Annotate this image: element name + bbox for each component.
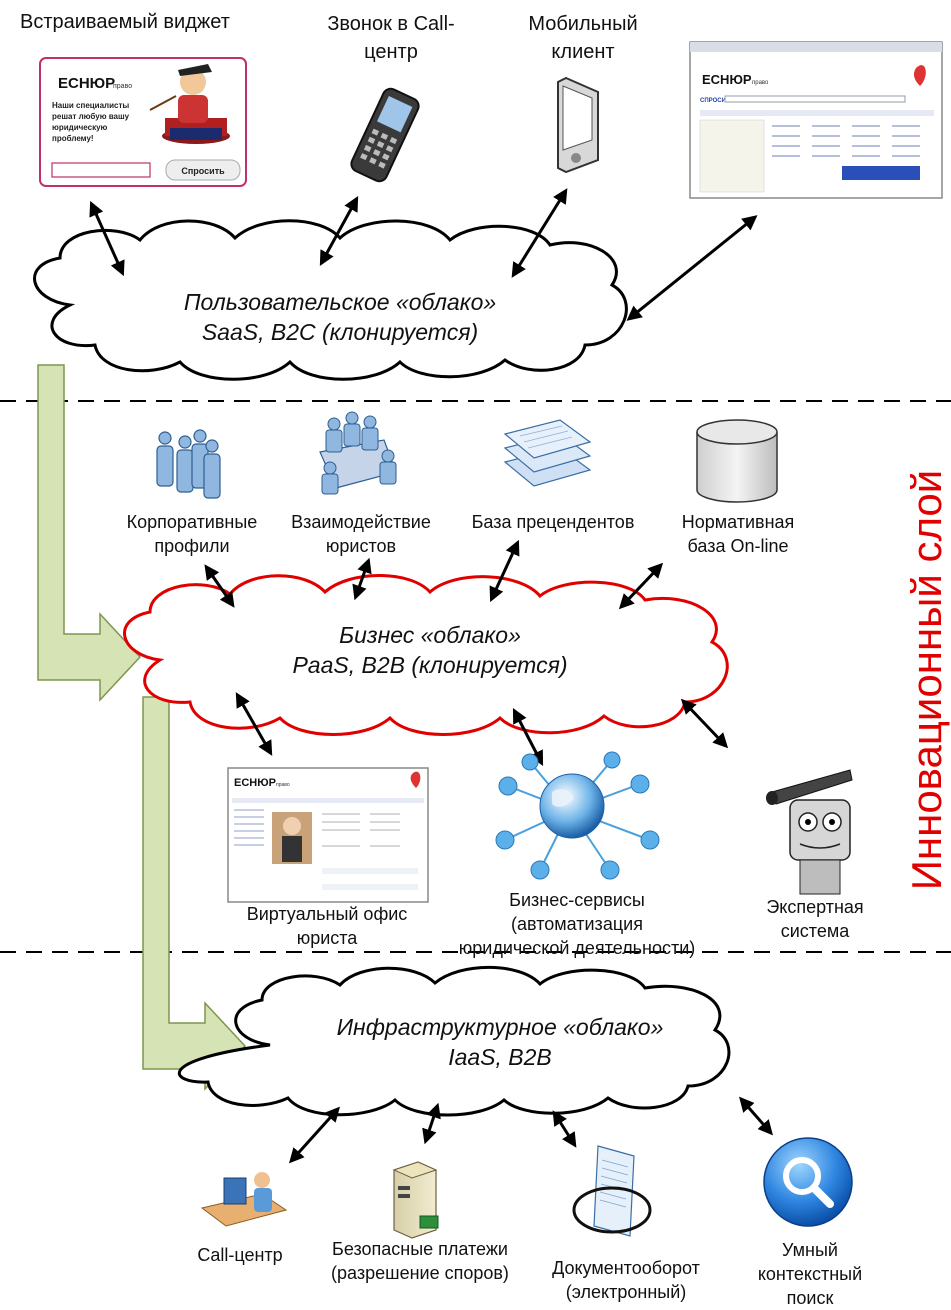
svg-text:право: право <box>276 782 290 788</box>
flow-arrow-business-to-infra <box>142 696 247 1091</box>
connector-widget-user <box>89 200 125 277</box>
connector-lawyers-business <box>352 557 372 601</box>
svg-text:Спросить: Спросить <box>181 166 225 176</box>
connector-business-office <box>235 692 273 756</box>
widget-brand: ЕСНЮР <box>58 75 115 92</box>
user-cloud-label: Пользовательское «облако»SaaS, B2C (клон… <box>183 289 497 345</box>
connector-corp-business <box>204 564 235 608</box>
call-center-operator-icon <box>200 1172 288 1227</box>
infra-cloud-label: Инфраструктурное «облако»IaaS, B2B <box>336 1014 664 1070</box>
virtual-office-screenshot: ЕСНЮР право <box>227 767 429 903</box>
business-cloud-label: Бизнес «облако»PaaS, B2B (клонируется) <box>292 622 568 678</box>
widget-label: Встраиваемый виджет <box>20 11 230 33</box>
lawyer-mascot-icon <box>149 64 230 144</box>
svg-text:ЕСНЮР: ЕСНЮР <box>234 777 276 789</box>
expert-telescope-icon <box>766 769 853 895</box>
connector-mobile-user <box>511 188 568 278</box>
svg-text:Наши специалисты: Наши специалисты <box>52 101 129 110</box>
svg-text:СПРОСИ: СПРОСИ <box>700 98 726 104</box>
svg-text:решат любую вашу: решат любую вашу <box>52 112 130 121</box>
user-cloud <box>33 219 628 381</box>
database-icon <box>696 419 778 503</box>
connector-infra-docflow <box>552 1110 577 1148</box>
connector-infra-payments <box>422 1102 441 1145</box>
svg-text:проблему!: проблему! <box>52 134 94 143</box>
connector-infra-search <box>739 1096 773 1136</box>
call-center-label: Call-центр <box>197 1245 283 1265</box>
website-screenshot: ЕСНЮР право СПРОСИ <box>689 41 943 199</box>
connector-precedents-business <box>489 539 520 603</box>
infra-cloud <box>177 965 731 1117</box>
corporate-profiles-icon <box>156 429 221 499</box>
payments-label: Безопасные платежи(разрешение споров) <box>331 1239 509 1283</box>
svg-text:право: право <box>113 83 132 90</box>
widget-ask-button <box>165 159 241 181</box>
mobile-device-icon <box>557 76 599 174</box>
widget-question-input <box>51 162 151 178</box>
cell-phone-icon <box>350 87 420 183</box>
lawyers-meeting-icon <box>319 411 397 495</box>
document-stack-icon <box>503 419 592 487</box>
svg-text:ЕСНЮР: ЕСНЮР <box>702 72 752 87</box>
document-flow-icon <box>572 1145 652 1237</box>
widget-preview: ЕСНЮР право Наши специалисты решат любую… <box>39 57 247 187</box>
connector-business-expert <box>680 698 729 749</box>
connector-infra-callcenter <box>288 1106 341 1164</box>
connector-site-user <box>626 215 758 321</box>
connector-norm-business <box>618 562 664 610</box>
svg-text:право: право <box>752 80 769 86</box>
precedents-label: База прецендентов <box>471 512 635 532</box>
smart-search-icon <box>763 1137 853 1227</box>
flow-arrow-user-to-business <box>37 364 142 702</box>
connector-call-user <box>319 196 359 266</box>
innovation-layer-label: Инновационный слой <box>903 469 950 891</box>
connector-business-services <box>512 708 544 766</box>
call-label: Звонок в Call-центр <box>327 13 455 63</box>
server-payments-icon <box>392 1161 439 1239</box>
business-cloud <box>123 574 729 736</box>
docflow-label: Документооборот(электронный) <box>552 1258 700 1302</box>
svg-text:юридическую: юридическую <box>52 123 108 132</box>
business-services-network-icon <box>495 751 660 880</box>
